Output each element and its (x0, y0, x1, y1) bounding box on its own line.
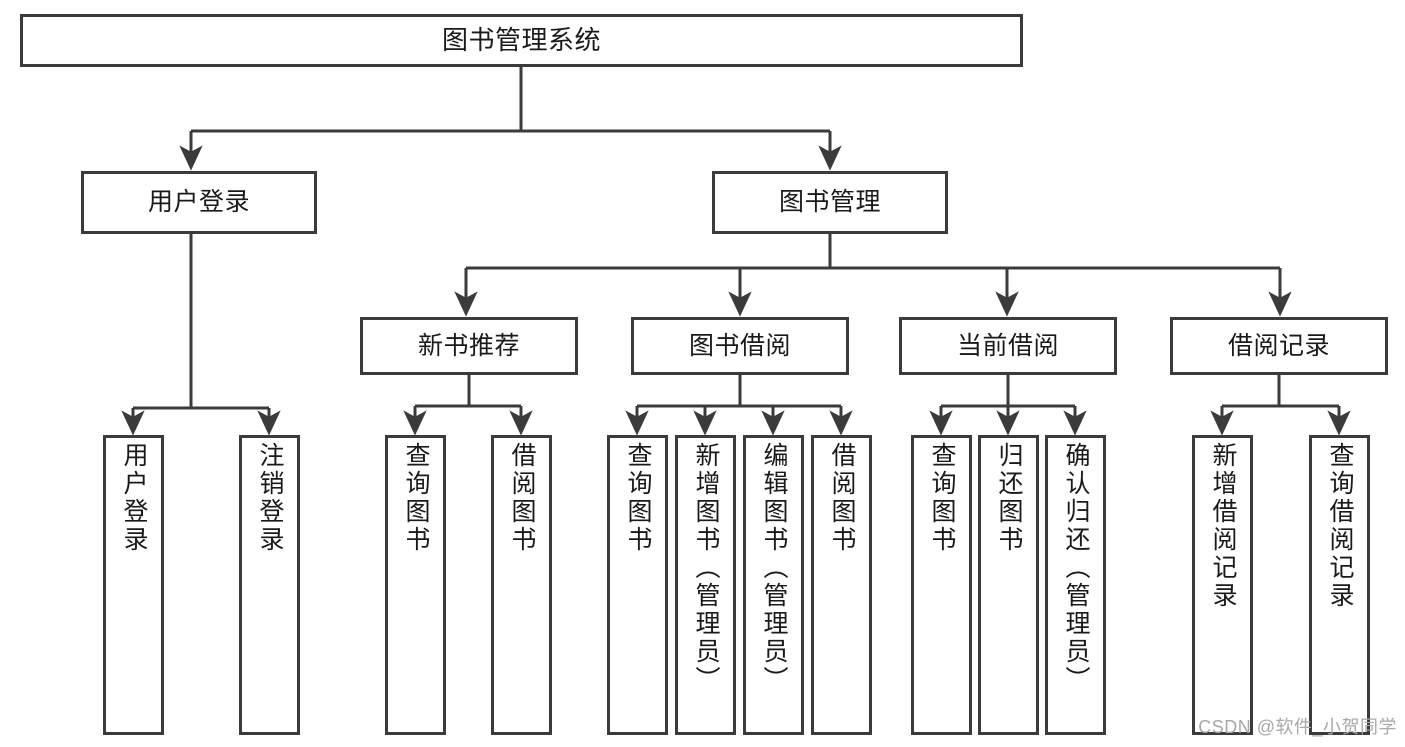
node-leaf-query-record[interactable]: 查询借阅记录 (1309, 435, 1370, 735)
node-new-book-rec[interactable]: 新书推荐 (360, 317, 578, 375)
node-book-manage[interactable]: 图书管理 (712, 171, 948, 234)
node-label: 图书管理系统 (441, 24, 601, 55)
node-label: 借阅图书 (828, 442, 856, 554)
node-leaf-add-record[interactable]: 新增借阅记录 (1192, 435, 1253, 735)
node-user-login[interactable]: 用户登录 (81, 171, 317, 234)
node-leaf-borrow-book-1[interactable]: 借阅图书 (491, 435, 552, 735)
node-label: 图书管理 (778, 188, 881, 217)
node-leaf-query-book-1[interactable]: 查询图书 (385, 435, 446, 735)
node-label: 确认归还（管理员） (1062, 442, 1090, 694)
node-leaf-edit-book[interactable]: 编辑图书（管理员） (743, 435, 804, 735)
node-leaf-return-book[interactable]: 归还图书 (978, 435, 1039, 735)
node-leaf-user-logout[interactable]: 注销登录 (239, 435, 300, 735)
node-label: 借阅图书 (508, 442, 536, 554)
node-label: 用户登录 (147, 188, 250, 217)
watermark-text: CSDN @软件_小贺同学 (1198, 717, 1397, 737)
node-label: 编辑图书（管理员） (760, 442, 788, 694)
node-label: 用户登录 (120, 442, 148, 554)
node-label: 查询图书 (928, 442, 956, 554)
node-book-borrow[interactable]: 图书借阅 (631, 317, 849, 375)
node-leaf-query-book-2[interactable]: 查询图书 (607, 435, 668, 735)
node-label: 查询借阅记录 (1326, 442, 1354, 610)
node-label: 注销登录 (256, 442, 284, 554)
node-leaf-confirm-return[interactable]: 确认归还（管理员） (1045, 435, 1106, 735)
node-label: 新书推荐 (417, 331, 520, 360)
node-leaf-query-book-3[interactable]: 查询图书 (911, 435, 972, 735)
node-label: 借阅记录 (1227, 331, 1330, 360)
node-label: 归还图书 (995, 442, 1023, 554)
node-leaf-borrow-book-2[interactable]: 借阅图书 (811, 435, 872, 735)
node-root-system[interactable]: 图书管理系统 (20, 14, 1023, 67)
node-label: 查询图书 (624, 442, 652, 554)
node-label: 查询图书 (402, 442, 430, 554)
node-leaf-user-login[interactable]: 用户登录 (103, 435, 164, 735)
node-leaf-add-book[interactable]: 新增图书（管理员） (675, 435, 736, 735)
node-label: 新增借阅记录 (1209, 442, 1237, 610)
node-label: 新增图书（管理员） (692, 442, 720, 694)
node-label: 图书借阅 (688, 331, 791, 360)
node-borrow-record[interactable]: 借阅记录 (1170, 317, 1388, 375)
node-current-borrow[interactable]: 当前借阅 (899, 317, 1117, 375)
node-label: 当前借阅 (956, 331, 1059, 360)
